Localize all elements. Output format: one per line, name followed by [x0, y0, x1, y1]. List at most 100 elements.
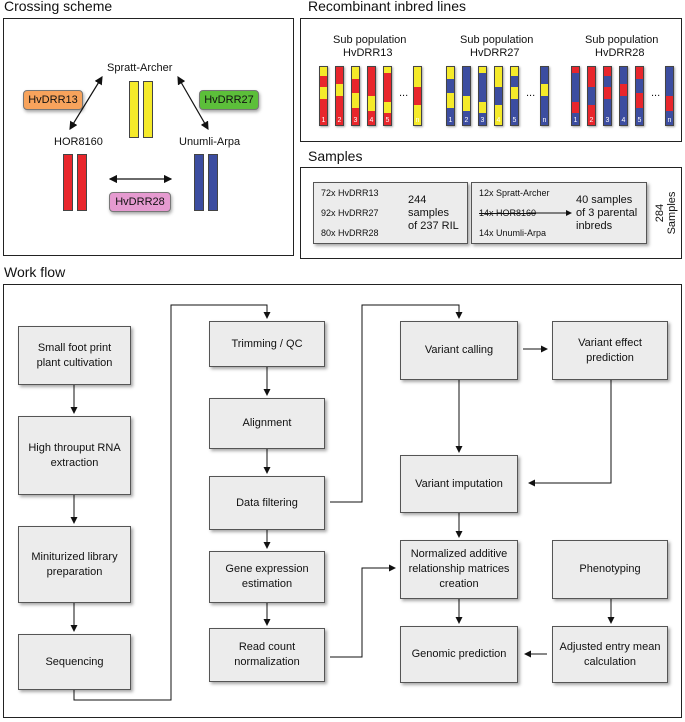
step-genomic-prediction: Genomic prediction	[400, 626, 518, 683]
ril-chromosome: 4	[494, 66, 503, 126]
ril-line-number: 2	[589, 117, 594, 124]
unumli-chromosome-2	[208, 154, 218, 211]
ril-chromosome: 1	[319, 66, 328, 126]
parental-sample-line-1: 12x Spratt-Archer	[479, 188, 550, 198]
ril-sample-summary-3: of 237 RIL	[408, 220, 459, 232]
ril-line-number: 5	[512, 117, 517, 124]
ril-dots: ...	[399, 87, 409, 99]
tag-hvdrr28: HvDRR28	[109, 192, 171, 212]
parental-sample-summary-2: of 3 parental	[576, 207, 638, 219]
ril-line-number: n	[542, 117, 547, 124]
step-variant-imputation: Variant imputation	[400, 455, 518, 513]
ril-chromosome: 2	[335, 66, 344, 126]
ril-group-header-line2: HvDRR13	[343, 47, 393, 59]
ril-line-number: 4	[496, 117, 501, 124]
step-rna-extraction: High throuput RNA extraction	[18, 416, 131, 495]
ril-group-header-line2: HvDRR28	[595, 47, 645, 59]
workflow-connectors	[70, 304, 615, 701]
step-read-count-normalization: Read count normalization	[209, 628, 325, 682]
ril-line-number: 2	[464, 117, 469, 124]
ril-title: Recombinant inbred lines	[308, 0, 466, 14]
unumli-chromosome-1	[194, 154, 204, 211]
total-samples-count: 284	[654, 203, 666, 223]
tag-hvdrr13: HvDRR13	[23, 90, 83, 110]
ril-line-number: 1	[448, 117, 453, 124]
hor-chromosome-1	[63, 154, 73, 211]
crossing-scheme-panel: Spratt-Archer HOR8160 Unumli-Arpa HvDRR1…	[3, 18, 294, 256]
ril-chromosome: 5	[635, 66, 644, 126]
workflow-title: Work flow	[4, 264, 66, 280]
step-gene-expression: Gene expression estimation	[209, 551, 325, 603]
ril-chromosome: 5	[510, 66, 519, 126]
ril-line-number: 4	[621, 117, 626, 124]
total-samples-word: Samples	[666, 191, 678, 235]
ril-line-number: 1	[573, 117, 578, 124]
ril-chromosome: 1	[571, 66, 580, 126]
ril-chromosome: 3	[351, 66, 360, 126]
ril-chromosome: 4	[619, 66, 628, 126]
step-variant-calling: Variant calling	[400, 321, 518, 380]
ril-group-header-line1: Sub population	[333, 34, 407, 46]
ril-line-number: n	[415, 117, 420, 124]
parental-samples-box: 12x Spratt-Archer 14x HOR8160 14x Unumli…	[471, 182, 647, 244]
samples-panel: 72x HvDRR13 92x HvDRR27 80x HvDRR28 244 …	[300, 167, 682, 259]
spratt-chromosome-1	[129, 81, 139, 138]
step-data-filtering: Data filtering	[209, 476, 325, 530]
ril-chromosome: n	[665, 66, 674, 126]
ril-group-header-line1: Sub population	[460, 34, 534, 46]
parental-sample-summary-1: 40 samples	[576, 194, 633, 206]
step-trimming-qc: Trimming / QC	[209, 321, 325, 367]
ril-sample-summary-2: samples	[408, 207, 449, 219]
hor8160-label: HOR8160	[54, 136, 103, 148]
parental-arrow	[530, 210, 572, 216]
ril-sample-line-1: 72x HvDRR13	[321, 188, 379, 198]
ril-sample-line-3: 80x HvDRR28	[321, 228, 379, 238]
ril-group-header-line1: Sub population	[585, 34, 659, 46]
ril-line-number: 4	[369, 117, 374, 124]
ril-sample-line-2: 92x HvDRR27	[321, 208, 379, 218]
hor-chromosome-2	[77, 154, 87, 211]
crossing-arrows	[69, 75, 209, 184]
ril-line-number: 3	[480, 117, 485, 124]
arrow-spratt-unumli	[177, 75, 209, 131]
ril-group-header-line2: HvDRR27	[470, 47, 520, 59]
ril-line-number: n	[667, 117, 672, 124]
ril-samples-box: 72x HvDRR13 92x HvDRR27 80x HvDRR28 244 …	[313, 182, 468, 244]
total-samples: 284 Samples	[649, 178, 683, 248]
step-relationship-matrices: Normalized additive relationship matrice…	[400, 540, 518, 599]
ril-sample-count: 244	[408, 194, 427, 206]
ril-line-number: 2	[337, 117, 342, 124]
parental-sample-summary-3: inbreds	[576, 220, 613, 232]
tag-hvdrr27: HvDRR27	[199, 90, 259, 110]
ril-dots: ...	[526, 87, 536, 99]
samples-title: Samples	[308, 148, 363, 164]
ril-chromosome: 3	[603, 66, 612, 126]
ril-chromosome: n	[540, 66, 549, 126]
spratt-archer-label: Spratt-Archer	[107, 62, 173, 74]
ril-chromosome: 2	[462, 66, 471, 126]
crossing-scheme-title: Crossing scheme	[4, 0, 113, 14]
parental-sample-line-3: 14x Unumli-Arpa	[479, 228, 547, 238]
step-alignment: Alignment	[209, 398, 325, 449]
ril-line-number: 5	[385, 117, 390, 124]
step-sequencing: Sequencing	[18, 634, 131, 690]
workflow-panel: Small foot print plant cultivation High …	[3, 284, 682, 718]
ril-chromosome: 3	[478, 66, 487, 126]
spratt-chromosome-2	[143, 81, 153, 138]
ril-line-number: 3	[605, 117, 610, 124]
step-variant-effect-prediction: Variant effect prediction	[552, 321, 668, 380]
total-samples-label: 284 Samples	[654, 182, 678, 244]
arrow-spratt-hor	[69, 75, 103, 131]
ril-chromosome: n	[413, 66, 422, 126]
ril-chromosome: 4	[367, 66, 376, 126]
ril-line-number: 5	[637, 117, 642, 124]
step-cultivation: Small foot print plant cultivation	[18, 326, 131, 385]
ril-chromosome: 5	[383, 66, 392, 126]
ril-chromosome: 2	[587, 66, 596, 126]
ril-dots: ...	[651, 87, 661, 99]
parental-sample-line-2: 14x HOR8160	[479, 208, 537, 218]
step-library-preparation: Miniturized library preparation	[18, 526, 131, 603]
ril-line-number: 1	[321, 117, 326, 124]
